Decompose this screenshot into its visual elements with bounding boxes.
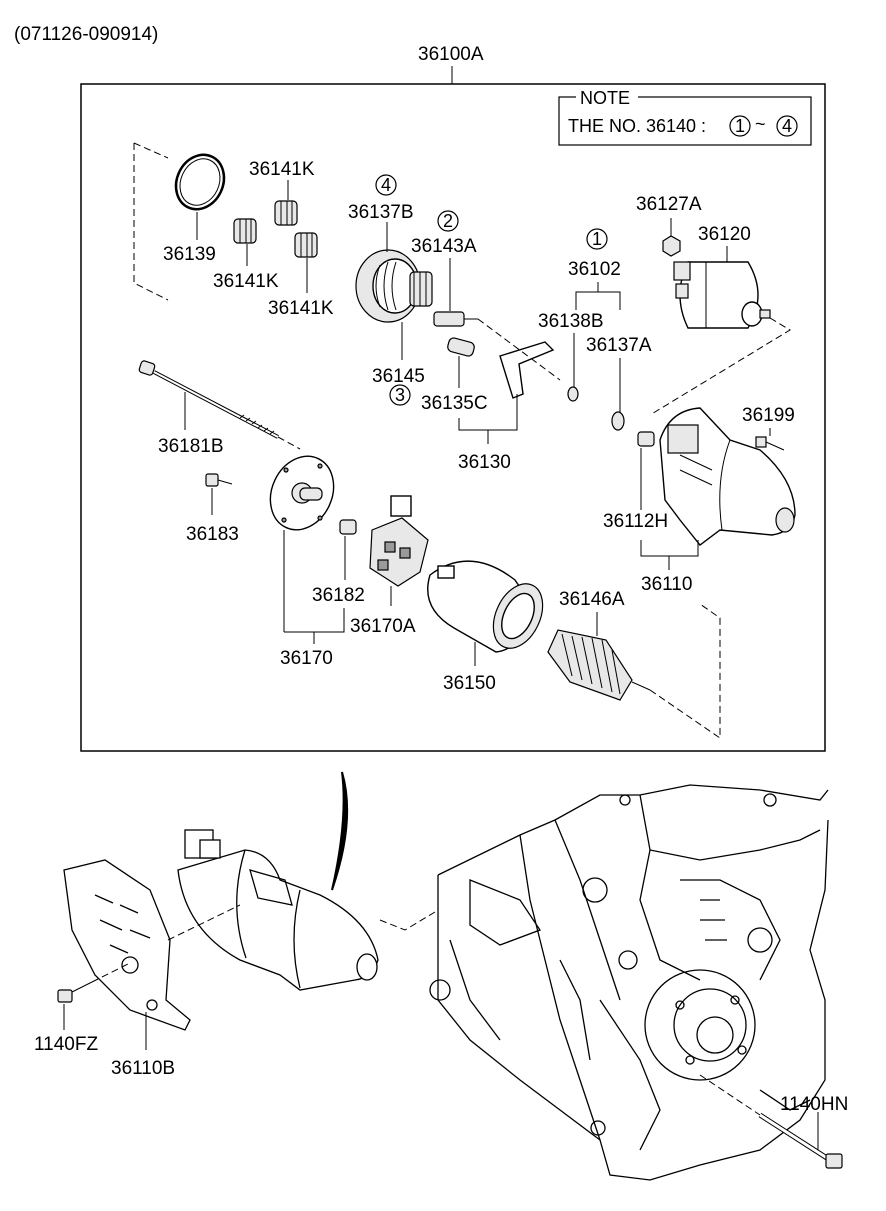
part-36135C-pin[interactable]	[447, 337, 476, 388]
part-36141K-gear-top[interactable]	[274, 180, 298, 226]
part-36112H-bushing[interactable]	[637, 431, 655, 447]
part-36137A-seal[interactable]	[611, 411, 625, 431]
label-36139[interactable]: 36139	[163, 244, 216, 265]
bolt-dash	[277, 436, 301, 450]
label-1140FZ[interactable]: 1140FZ	[34, 1034, 98, 1055]
assembly-frame	[80, 83, 826, 752]
label-1140HN[interactable]: 1140HN	[780, 1094, 848, 1115]
note-circle-1	[729, 115, 751, 137]
pointer-arrow	[331, 771, 349, 891]
label-36183[interactable]: 36183	[186, 524, 239, 545]
label-36112H[interactable]: 36112H	[603, 511, 668, 532]
label-36138B[interactable]: 36138B	[538, 311, 604, 332]
ref-circle-3	[389, 384, 411, 406]
label-36199[interactable]: 36199	[742, 405, 795, 426]
part-36127A-nut[interactable]	[662, 218, 681, 257]
part-36199-bolt[interactable]	[755, 428, 785, 451]
bracket-36170	[284, 608, 345, 644]
bracket-36102	[575, 282, 621, 310]
part-36141K-gear-low[interactable]	[294, 232, 318, 293]
part-36110-motor-housing[interactable]	[659, 407, 796, 546]
ref-circle-3-text: 3	[395, 385, 405, 405]
installed-starter-motor[interactable]	[177, 829, 379, 991]
part-36110B-heat-shield[interactable]	[63, 859, 191, 1050]
label-36110B[interactable]: 36110B	[111, 1058, 175, 1079]
part-36181B-bolt[interactable]	[138, 360, 279, 439]
part-36146A-armature[interactable]	[547, 612, 651, 701]
engine-block	[429, 784, 829, 1181]
label-36143A[interactable]: 36143A	[411, 236, 477, 257]
note-range-to: 4	[782, 116, 792, 136]
part-36138B-ball[interactable]	[567, 386, 579, 402]
label-36181B[interactable]: 36181B	[158, 436, 224, 457]
part-36170-end-cover[interactable]	[259, 446, 345, 540]
label-36130[interactable]: 36130	[458, 452, 511, 473]
ref-circle-1-text: 1	[592, 229, 602, 249]
label-36137A[interactable]: 36137A	[586, 335, 652, 356]
part-36141K-gear-mid[interactable]	[233, 218, 257, 266]
part-36170A-brush-holder[interactable]	[369, 495, 429, 606]
note-range-sep: ~	[755, 114, 766, 134]
label-36182[interactable]: 36182	[312, 585, 365, 606]
label-36145[interactable]: 36145	[372, 366, 425, 387]
part-36120-solenoid[interactable]	[673, 246, 771, 329]
label-36141K-low[interactable]: 36141K	[268, 298, 334, 319]
label-36110[interactable]: 36110	[641, 574, 692, 595]
bracket-36110	[640, 540, 699, 570]
part-1140FZ-bolt[interactable]	[57, 963, 129, 1030]
part-36150-yoke[interactable]	[427, 560, 553, 666]
label-36150[interactable]: 36150	[443, 673, 496, 694]
label-36120[interactable]: 36120	[698, 224, 751, 245]
label-36141K-top[interactable]: 36141K	[249, 159, 315, 180]
note-circle-4	[776, 115, 798, 137]
label-36135C[interactable]: 36135C	[421, 393, 488, 414]
label-36170[interactable]: 36170	[280, 648, 333, 669]
date-range-label: (071126-090914)	[14, 24, 158, 45]
ref-circle-1	[586, 228, 608, 250]
axis-dash-1	[477, 318, 561, 381]
part-36139-ring[interactable]	[133, 142, 233, 301]
note-box: NOTE THE NO. 36140 : 1 ~ 4	[558, 88, 812, 146]
assembly-number-label[interactable]: 36100A	[418, 44, 484, 65]
label-36137B[interactable]: 36137B	[348, 202, 414, 223]
part-36137B-gear-housing[interactable]	[355, 222, 433, 360]
part-36182-bushing[interactable]	[339, 519, 357, 535]
note-range-from: 1	[735, 116, 745, 136]
ref-circle-2-text: 2	[443, 211, 453, 231]
label-36146A[interactable]: 36146A	[559, 589, 625, 610]
ref-circle-4	[375, 174, 397, 196]
bracket-36130	[458, 418, 518, 444]
part-36183-screw[interactable]	[205, 473, 233, 515]
installed-dash	[167, 904, 436, 941]
part-36143A-shaft[interactable]	[433, 258, 478, 327]
part-1140HN-bolt[interactable]	[699, 1074, 843, 1169]
ref-circle-4-text: 4	[381, 175, 391, 195]
armature-dash	[649, 603, 721, 739]
label-36102[interactable]: 36102	[568, 259, 621, 280]
label-36127A[interactable]: 36127A	[636, 194, 702, 215]
label-36141K-mid[interactable]: 36141K	[213, 271, 279, 292]
ref-circle-2	[437, 210, 459, 232]
note-title: NOTE	[580, 88, 630, 108]
solenoid-dash	[649, 317, 791, 416]
note-text: THE NO. 36140 :	[568, 116, 706, 136]
label-36170A[interactable]: 36170A	[350, 616, 416, 637]
